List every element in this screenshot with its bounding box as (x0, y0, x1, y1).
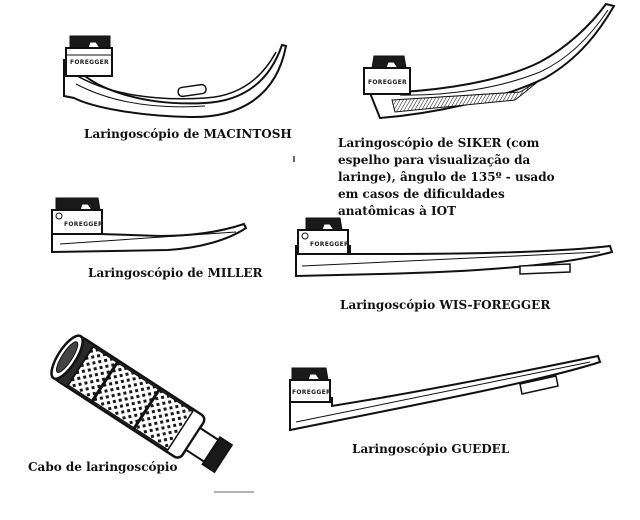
macintosh-blade: FOREGGER (63, 35, 288, 119)
caption-miller: Laringoscópio de MILLER (88, 266, 263, 280)
caption-wis-foregger: Laringoscópio WIS-FOREGGER (340, 298, 551, 312)
miller-brand: FOREGGER (64, 221, 103, 228)
wis-foregger-blade: FOREGGER (295, 217, 614, 278)
caption-macintosh: Laringoscópio de MACINTOSH (84, 127, 292, 141)
guedel-brand: FOREGGER (292, 389, 331, 396)
macintosh-brand: FOREGGER (70, 59, 109, 66)
caption-siker: Laringoscópio de SIKER (com espelho para… (338, 136, 555, 218)
guedel-blade: FOREGGER (289, 354, 602, 432)
caption-handle: Cabo de laringoscópio (28, 460, 178, 474)
siker-blade: FOREGGER (363, 2, 616, 120)
siker-brand: FOREGGER (368, 79, 407, 86)
caption-guedel: Laringoscópio GUEDEL (352, 442, 510, 456)
miller-blade: FOREGGER (51, 197, 248, 254)
wis-foregger-brand: FOREGGER (310, 241, 349, 248)
laryngoscope-handle (50, 334, 234, 474)
